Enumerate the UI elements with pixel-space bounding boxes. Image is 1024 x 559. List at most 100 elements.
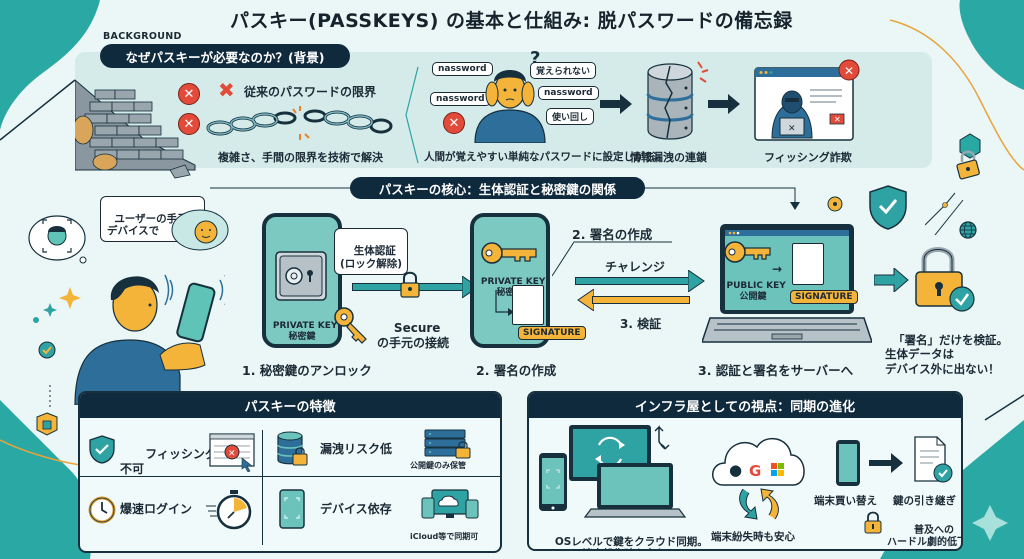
arrow-right-teal-icon	[874, 268, 909, 292]
leader-line	[552, 241, 672, 277]
feature-caption-public-key: 公開鍵のみ保管	[410, 461, 466, 470]
key-icon	[334, 307, 367, 344]
new-phone-icon	[836, 440, 860, 486]
signature-document-icon	[512, 285, 544, 325]
step-1-label: 1. 秘密鍵のアンロック	[242, 363, 372, 378]
svg-text:✕: ✕	[844, 64, 854, 78]
background-eyebrow: BACKGROUND	[103, 31, 182, 42]
grid-divider-horizontal	[80, 476, 500, 477]
padlock-icon	[956, 150, 980, 180]
feature-label-phishing: フィッシング 不可	[120, 447, 217, 476]
padlock-icon	[864, 511, 882, 534]
phone-signature-creation	[470, 213, 550, 348]
password-bubble: nassword	[432, 62, 493, 76]
step-2-top-label: 2. 署名の作成	[572, 227, 653, 242]
broken-database-icon	[646, 61, 709, 140]
red-x-icon: ✖	[218, 78, 235, 102]
phishing-window-icon: ✕	[209, 433, 255, 472]
signature-document-icon	[792, 243, 824, 285]
verify-label: 3. 検証	[620, 317, 662, 331]
verification-note: 「署名」だけを検証。 生体データは デバイス外に出ない！	[885, 332, 1009, 377]
teal-blob-top-right	[959, 0, 1024, 90]
safe-icon	[275, 251, 327, 301]
svg-text:✕: ✕	[228, 449, 236, 459]
infra-heading: インフラ屋としての視点：同期の進化	[529, 393, 961, 418]
challenge-arrow	[575, 277, 690, 285]
chat-check-icon	[38, 341, 56, 359]
password-bubble: nassword	[430, 92, 491, 106]
biometric-bubble: 生体認証 (ロック解除)	[334, 228, 409, 276]
signature-badge: SIGNATURE	[518, 326, 586, 340]
challenge-label: チャレンジ	[605, 260, 665, 274]
grid-divider-vertical	[262, 430, 263, 545]
orange-curve-right	[889, 19, 1024, 171]
navy-line-right	[984, 394, 1024, 421]
shield-check-icon	[869, 185, 907, 230]
leak-caption: 情報漏洩の連鎖	[630, 151, 707, 164]
background-heading: なぜパスキーが必要なのか？(背景)	[100, 44, 350, 68]
happy-face-icon	[171, 209, 229, 251]
divider-chevron	[405, 66, 419, 164]
reuse-bubble: 使い回し	[546, 108, 595, 125]
key-icon	[481, 242, 537, 264]
frustrated-person-illustration: ?	[474, 48, 546, 143]
error-x-icon: ✕	[178, 83, 200, 105]
clock-icon	[88, 496, 116, 524]
phishing-caption: フィッシング詐欺	[764, 151, 852, 164]
synced-devices-illustration	[539, 425, 687, 518]
server-lock-icon	[424, 429, 471, 459]
error-x-icon: ✕	[443, 112, 465, 134]
private-key-label: PRIVATE KEY 秘密鍵	[272, 320, 338, 342]
arrow-head	[688, 270, 705, 292]
limit-title: 従来のパスワードの限界	[244, 85, 377, 99]
feature-label-device-dependent: デバイス依存	[320, 502, 392, 516]
sparkle-decoration	[33, 287, 81, 323]
teal-blob-top-left	[0, 0, 100, 130]
large-padlock-check-icon	[915, 247, 975, 312]
features-heading: パスキーの特徴	[80, 393, 500, 418]
feature-label-leak-risk: 漏洩リスク低	[320, 442, 393, 456]
network-lines	[925, 192, 964, 235]
infra-panel: インフラ屋としての視点：同期の進化 OSレベルで鍵をクラウド同期。 端末紛失時も…	[527, 391, 963, 551]
secure-label: Secure の手元の接続	[376, 321, 449, 350]
navy-line-left	[0, 79, 76, 141]
replace-device-label: 端末買い替え	[814, 495, 877, 507]
private-key-label: PRIVATE KEY 秘密鍵	[480, 276, 546, 298]
key-transfer-document-icon	[914, 436, 953, 483]
phishing-window-illustration: ✕ ✕ ✕	[754, 59, 860, 141]
public-key-icon	[724, 241, 771, 263]
face-scan-thought-icon	[28, 215, 87, 264]
google-logo: G	[749, 462, 761, 480]
key-transfer-label: 鍵の引き継ぎ	[893, 495, 956, 507]
forget-bubble: 覚えられない	[530, 62, 597, 79]
error-x-icon: ✕	[178, 113, 200, 135]
step-2-bottom-label: 2. 署名の作成	[476, 363, 557, 378]
cloud-providers-icon: ● G	[712, 437, 805, 520]
svg-text:✕: ✕	[834, 115, 841, 124]
page-title: パスキー(PASSKEYS) の基本と仕組み: 脱パスワードの備忘録	[230, 10, 793, 32]
arrow-right-icon	[600, 94, 632, 114]
sparkle-right	[972, 505, 1008, 541]
database-lock-icon	[277, 431, 308, 466]
signature-badge: SIGNATURE	[790, 290, 858, 304]
arrow-head	[577, 289, 594, 311]
tablet-faceid-icon	[279, 489, 305, 529]
limit-caption: 複雑さ、手間の限界を技術で解決	[218, 151, 383, 164]
feature-label-fast-login: 爆速ログイン	[120, 502, 193, 516]
teal-blob-bottom-left	[0, 400, 92, 559]
microsoft-logo	[771, 463, 784, 476]
feature-caption-icloud: iCloud等で同期可	[410, 532, 479, 541]
arrow-right-small: →	[772, 262, 783, 276]
cloud-caption: 端末紛失時も安心	[711, 531, 795, 543]
devices-cloud-icon	[421, 489, 479, 519]
user-with-phone-illustration	[74, 274, 225, 405]
connector-line	[210, 187, 800, 210]
svg-text:?: ?	[530, 48, 540, 69]
password-bubble: nassword	[538, 86, 599, 100]
arrow-right-icon	[708, 94, 740, 114]
unlocked-padlock-icon	[827, 196, 843, 212]
step-3-label: 3. 認証と署名をサーバーへ	[698, 363, 854, 378]
core-heading: パスキーの核心：生体認証と秘密鍵の関係	[350, 177, 645, 199]
svg-text:✕: ✕	[788, 124, 796, 134]
arrow-down-right-icon	[495, 290, 514, 316]
